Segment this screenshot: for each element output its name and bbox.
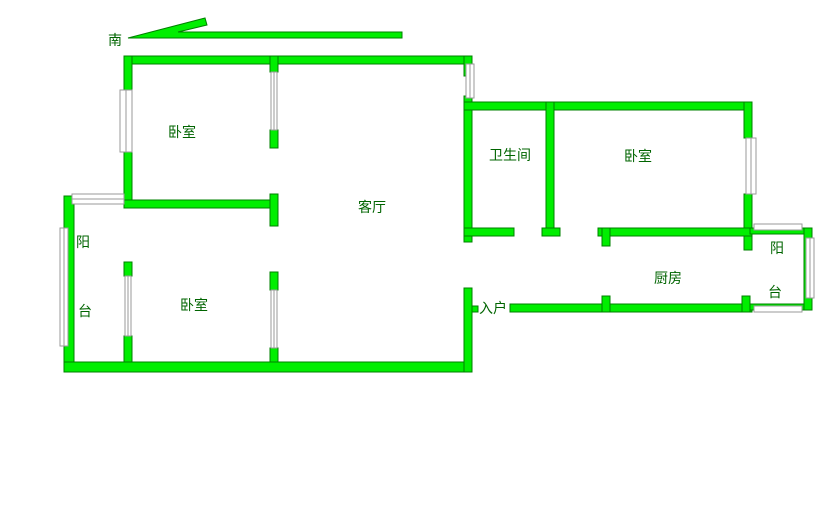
south-arrow xyxy=(127,17,403,39)
balcony-right-char-2: 台 xyxy=(768,285,782,301)
bathroom-label: 卫生间 xyxy=(489,148,531,164)
bedroom-top-left-label: 卧室 xyxy=(168,124,196,141)
bedroom-right-label: 卧室 xyxy=(624,148,652,165)
windows xyxy=(59,63,815,349)
bedroom-bottom-left-label: 卧室 xyxy=(180,297,208,314)
compass-south-label: 南 xyxy=(108,33,122,49)
balcony-right-char-1: 阳 xyxy=(770,241,784,257)
balcony-left-char-2: 台 xyxy=(78,304,92,320)
balcony-left-char-1: 阳 xyxy=(76,235,90,251)
kitchen-label: 厨房 xyxy=(654,271,682,287)
living-room-label: 客厅 xyxy=(358,199,386,216)
walls xyxy=(63,55,813,373)
entrance-label: 入户 xyxy=(479,300,507,317)
